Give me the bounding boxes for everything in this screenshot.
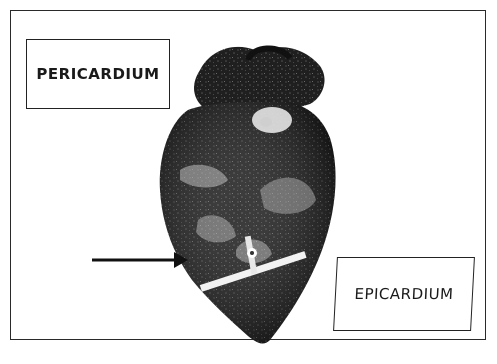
heart-photo-icon [140,40,350,360]
pericardium-label-text: PERICARDIUM [36,65,159,83]
epicardium-label: EPICARDIUM [333,257,475,331]
epicardium-label-text: EPICARDIUM [354,285,454,303]
heart-illustration [140,40,350,360]
pericardium-label: PERICARDIUM [26,39,170,109]
right-arrow-icon [90,247,190,273]
